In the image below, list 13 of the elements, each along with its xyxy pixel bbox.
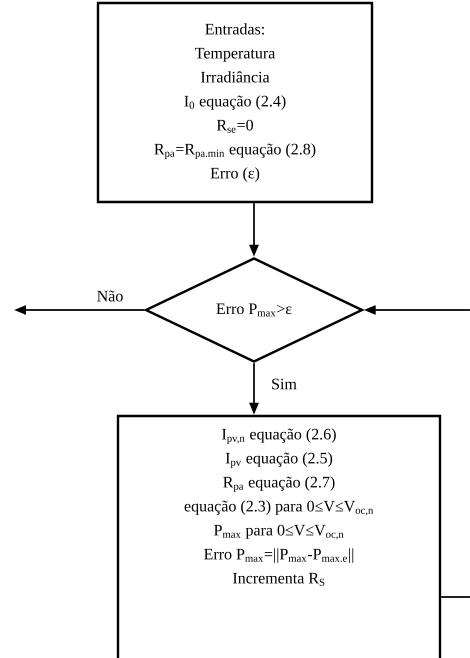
node-label: Erro P$_{max}$=||P$_{max}$-P$_{max.e}$||	[204, 548, 354, 563]
decision-text: Erro P$_{max}$>ε	[216, 304, 292, 316]
node-label: equação (2.3) para 0≤V≤V$_{oc,n}$	[184, 500, 374, 516]
edge-label: Sim	[270, 377, 298, 391]
node-label: Incrementa R$_{S}$	[232, 572, 324, 586]
input-box: Entradas: Temperatura Irradiância I$_{0}$ equação (2.4) R$_{se}$=0 R$_{pa}$=R$_{pa.min}$ equação (2.8) Erro (ε)	[96, 2, 374, 204]
edge-label: Não	[95, 289, 125, 303]
process-box	[116, 414, 442, 658]
node-label: I$_{pv}$ equação (2.5)	[226, 452, 332, 468]
node-label: R$_{pa}$ equação (2.7)	[223, 476, 335, 492]
box-text: I$_{pv,n}$ equação (2.6) I$_{pv}$ equação (2.5) R$_{pa}$ equação (2.7) equação (2.3) para 0≤V≤V$_{oc,n}$ P$_{max}$ para 0≤V≤V$_{oc,n}$ Erro P$_{max}$=||P$_{max}$-P$_{max.e}$|| Incrementa R$_{S}$	[184, 428, 374, 586]
node-label: P$_{max}$ para 0≤V≤V$_{oc,n}$	[214, 524, 344, 540]
node-label: I$_{pv,n}$ equação (2.6)	[222, 428, 336, 444]
